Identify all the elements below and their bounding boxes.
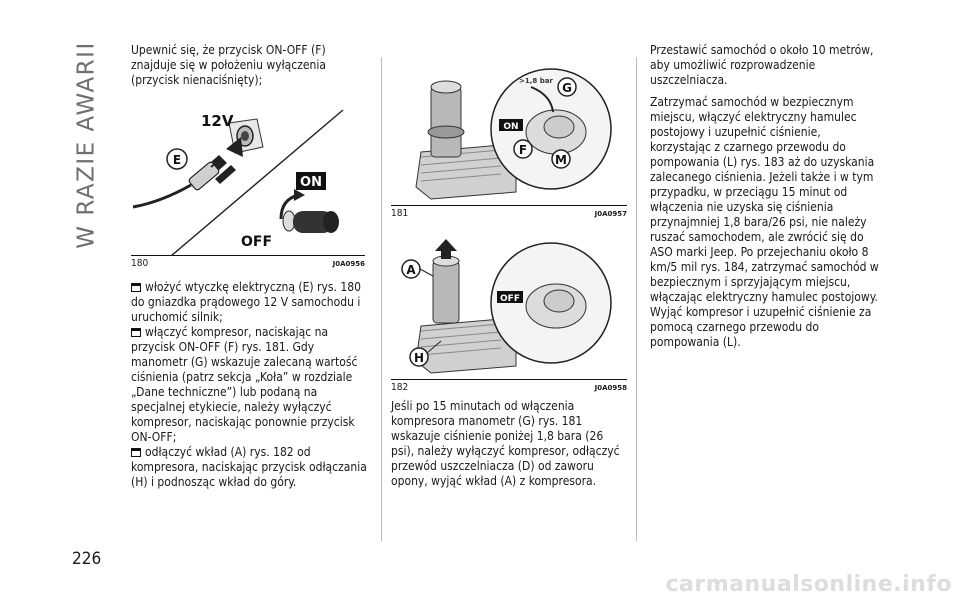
checkbox-icon <box>131 328 141 337</box>
column-3-paragraph-1: Przestawić samochód o około 10 metrów, a… <box>650 43 874 87</box>
label-m: M <box>555 153 567 167</box>
section-title: W RAZIE AWARII <box>72 40 102 250</box>
section-title-text: W RAZIE AWARII <box>74 41 100 249</box>
off-badge <box>497 291 523 303</box>
figure-181-caption: 181 J0A0957 <box>391 208 627 220</box>
list-item-text: włączyć kompresor, naciskając na przycis… <box>131 325 358 444</box>
figure-code: J0A0956 <box>332 260 365 268</box>
figure-182-caption: 182 J0A0958 <box>391 382 627 394</box>
figure-181-illustration: ON >1,8 bar G F M <box>415 68 612 200</box>
figure-182: OFF A H 182 J0A0958 <box>391 231 627 393</box>
label-h: H <box>414 351 424 365</box>
checkbox-icon <box>131 283 141 292</box>
list-item: odłączyć wkład (A) rys. 182 od kompresor… <box>131 445 371 490</box>
on-badge <box>296 172 326 190</box>
figure-181: ON >1,8 bar G F M 181 J0A0957 <box>391 57 627 219</box>
column-2-paragraph: Jeśli po 15 minutach od włączenia kompre… <box>391 399 620 488</box>
figure-number: 181 <box>391 208 409 219</box>
column-divider-2 <box>636 57 637 541</box>
checkbox-icon <box>131 448 141 457</box>
label-on: ON <box>503 122 518 132</box>
page-number: 226 <box>72 549 102 569</box>
figure-180-caption: 180 J0A0956 <box>131 258 365 270</box>
list-item-text: odłączyć wkład (A) rys. 182 od kompresor… <box>131 445 367 489</box>
watermark: carmanualsonline.info <box>665 572 952 597</box>
list-item-text: włożyć wtyczkę elektryczną (E) rys. 180 … <box>131 280 361 324</box>
figure-180: 12V E ON <box>131 107 365 269</box>
list-item: włożyć wtyczkę elektryczną (E) rys. 180 … <box>131 280 371 325</box>
instruction-list: włożyć wtyczkę elektryczną (E) rys. 180 … <box>131 280 371 490</box>
label-g: G <box>562 81 572 95</box>
list-item: włączyć kompresor, naciskając na przycis… <box>131 325 371 445</box>
figure-182-illustration: OFF A H <box>401 239 612 374</box>
callout-e-circle <box>166 148 188 170</box>
label-off: OFF <box>500 294 520 304</box>
plug-e <box>132 158 222 209</box>
lift-arrow-icon <box>435 239 457 259</box>
label-e: E <box>173 153 181 167</box>
column-3-paragraph-2: Zatrzymać samochód w bezpiecznym miejscu… <box>650 95 879 349</box>
figure-code: J0A0958 <box>594 384 627 392</box>
label-f: F <box>519 143 527 157</box>
label-on: ON <box>300 175 322 190</box>
knob <box>282 210 339 233</box>
label-12v: 12V <box>201 112 234 130</box>
figure-code: J0A0957 <box>594 210 627 218</box>
label-off: OFF <box>241 234 272 250</box>
figure-number: 180 <box>131 258 149 269</box>
label-a: A <box>406 263 416 277</box>
figure-180-illustration: 12V E ON <box>132 109 344 257</box>
column-divider-1 <box>381 57 382 541</box>
on-badge <box>499 119 523 131</box>
label-bar: >1,8 bar <box>519 77 553 85</box>
figure-number: 182 <box>391 382 409 393</box>
intro-paragraph: Upewnić się, że przycisk ON-OFF (F) znaj… <box>131 43 327 87</box>
